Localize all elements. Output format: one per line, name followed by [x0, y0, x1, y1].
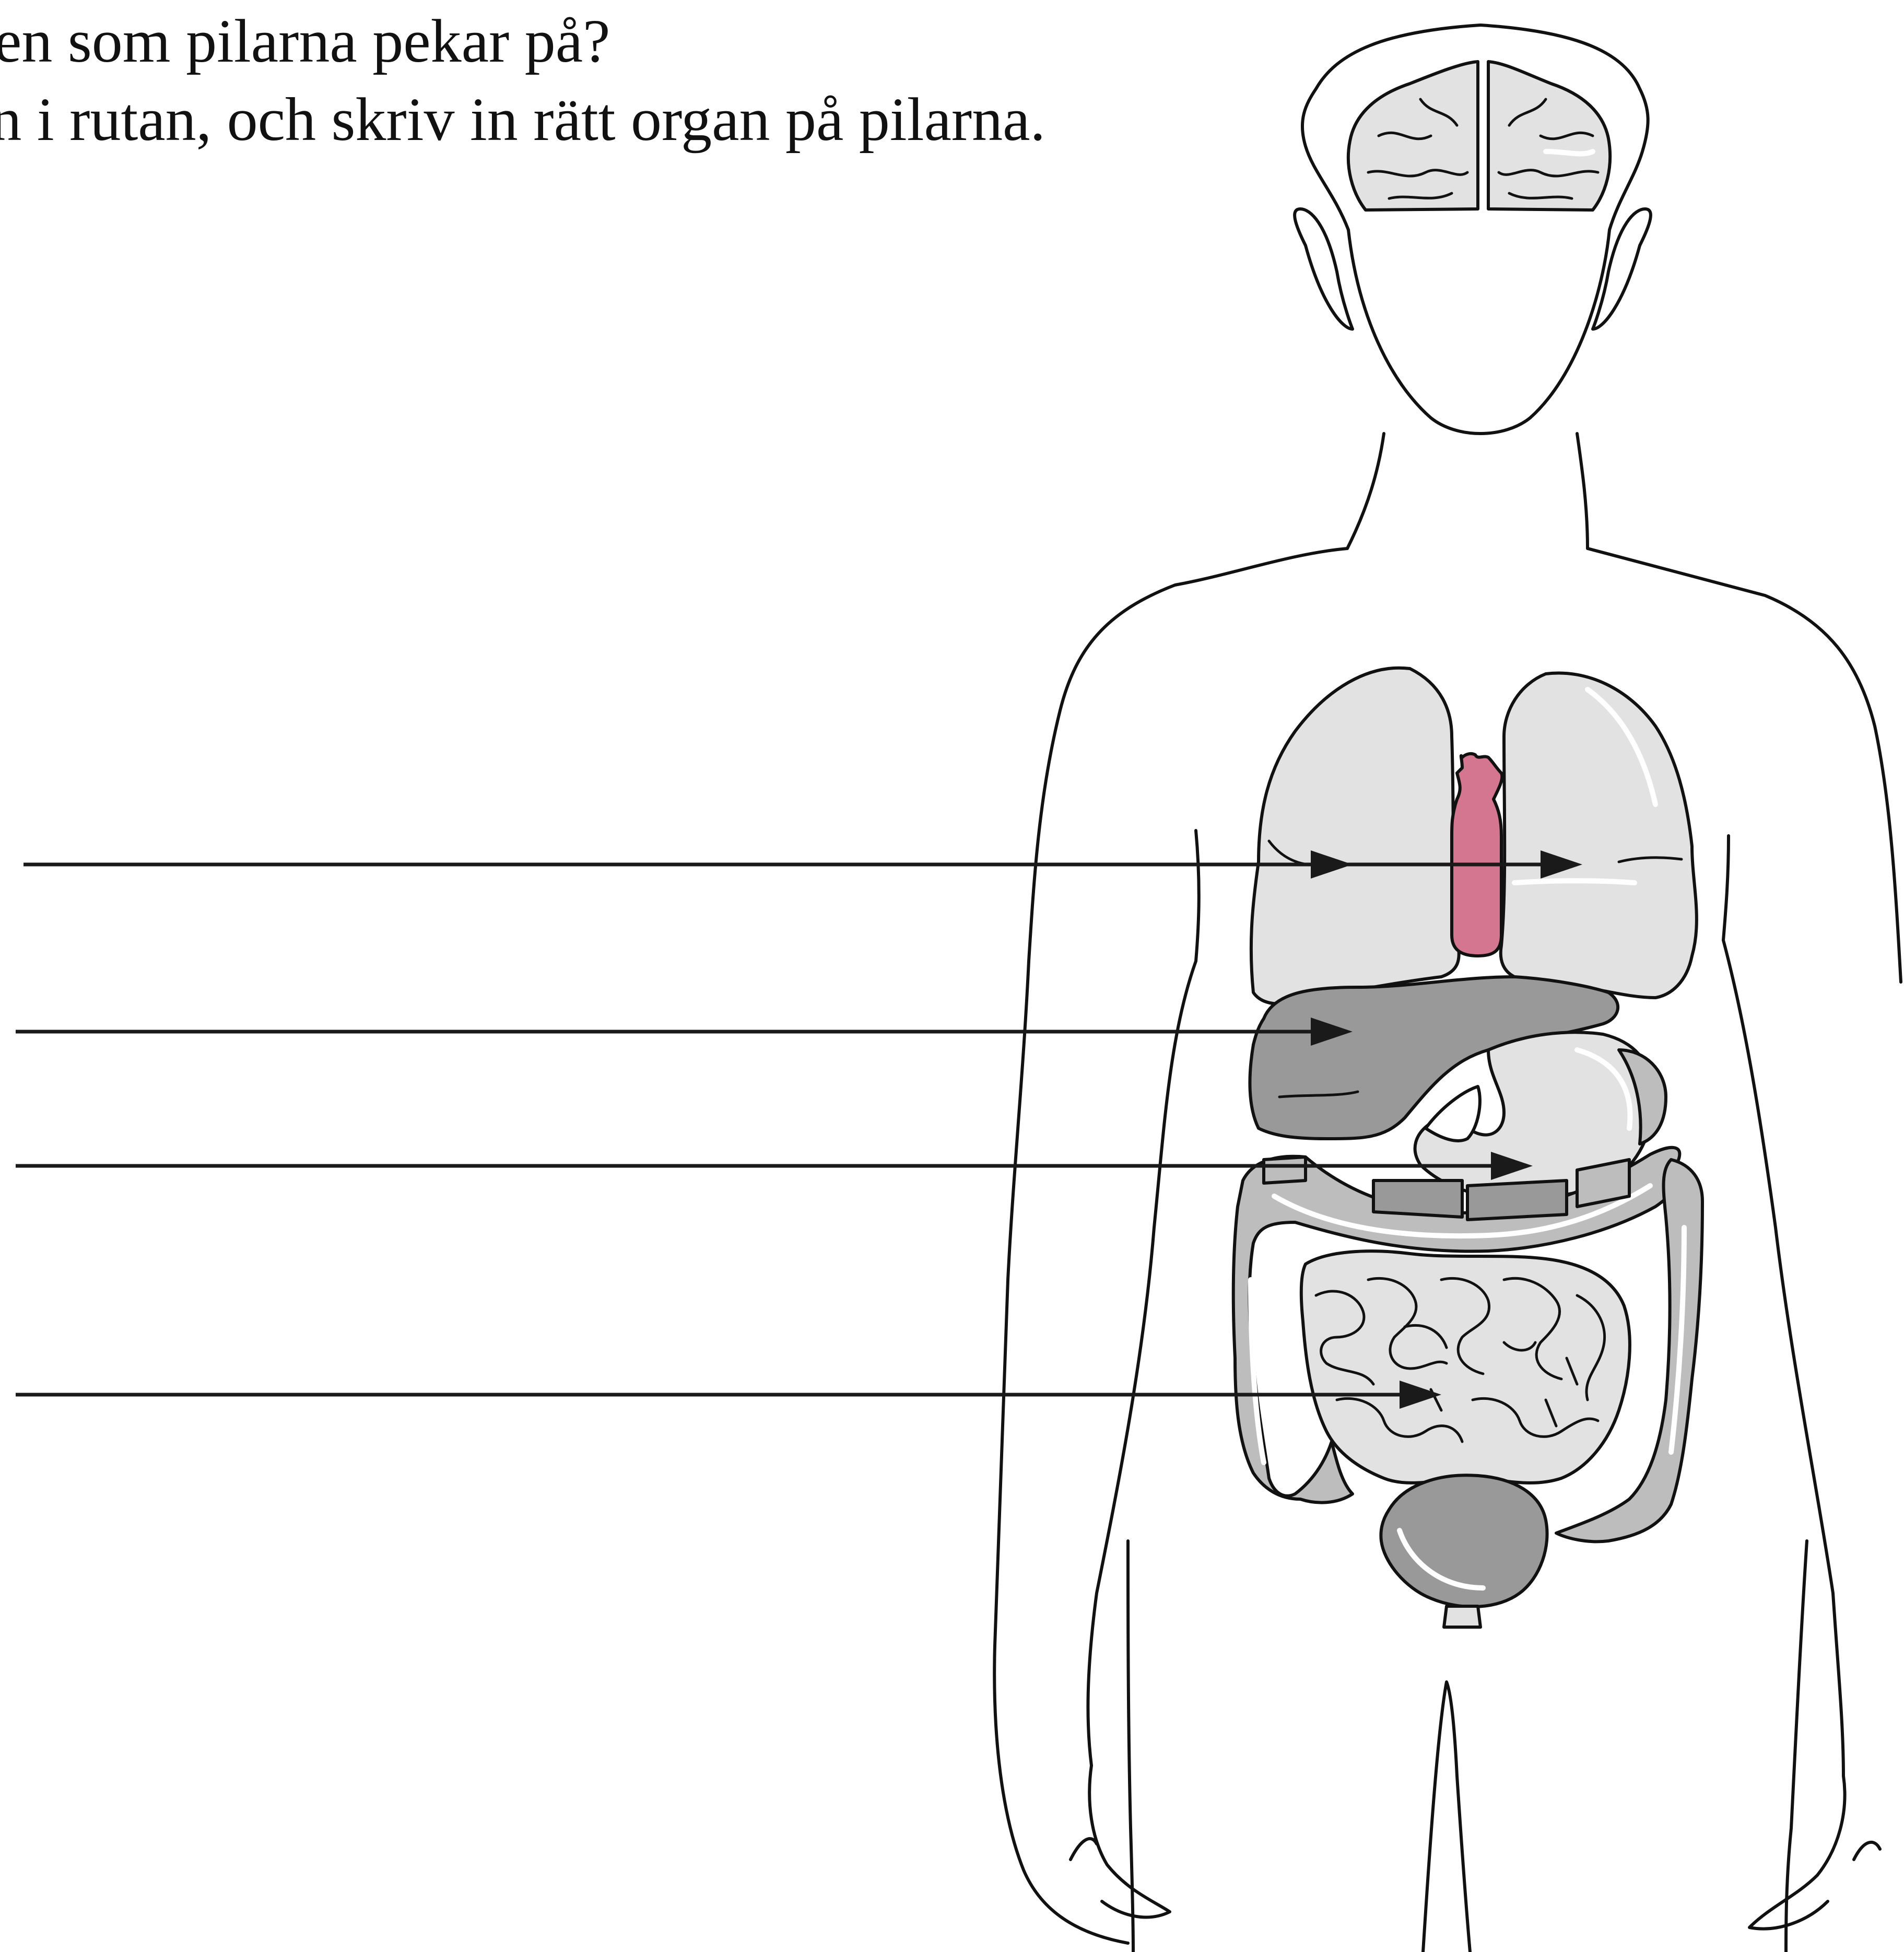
left-ear: [1295, 209, 1353, 329]
brain-icon: [1348, 62, 1610, 210]
bladder-icon: [1381, 1475, 1547, 1627]
trachea-icon: [1452, 754, 1502, 956]
arrow-liver: [16, 1018, 1353, 1046]
arrow-small-intestine: [16, 1381, 1441, 1409]
small-intestine-icon: [1301, 1251, 1630, 1483]
right-ear: [1593, 209, 1651, 329]
